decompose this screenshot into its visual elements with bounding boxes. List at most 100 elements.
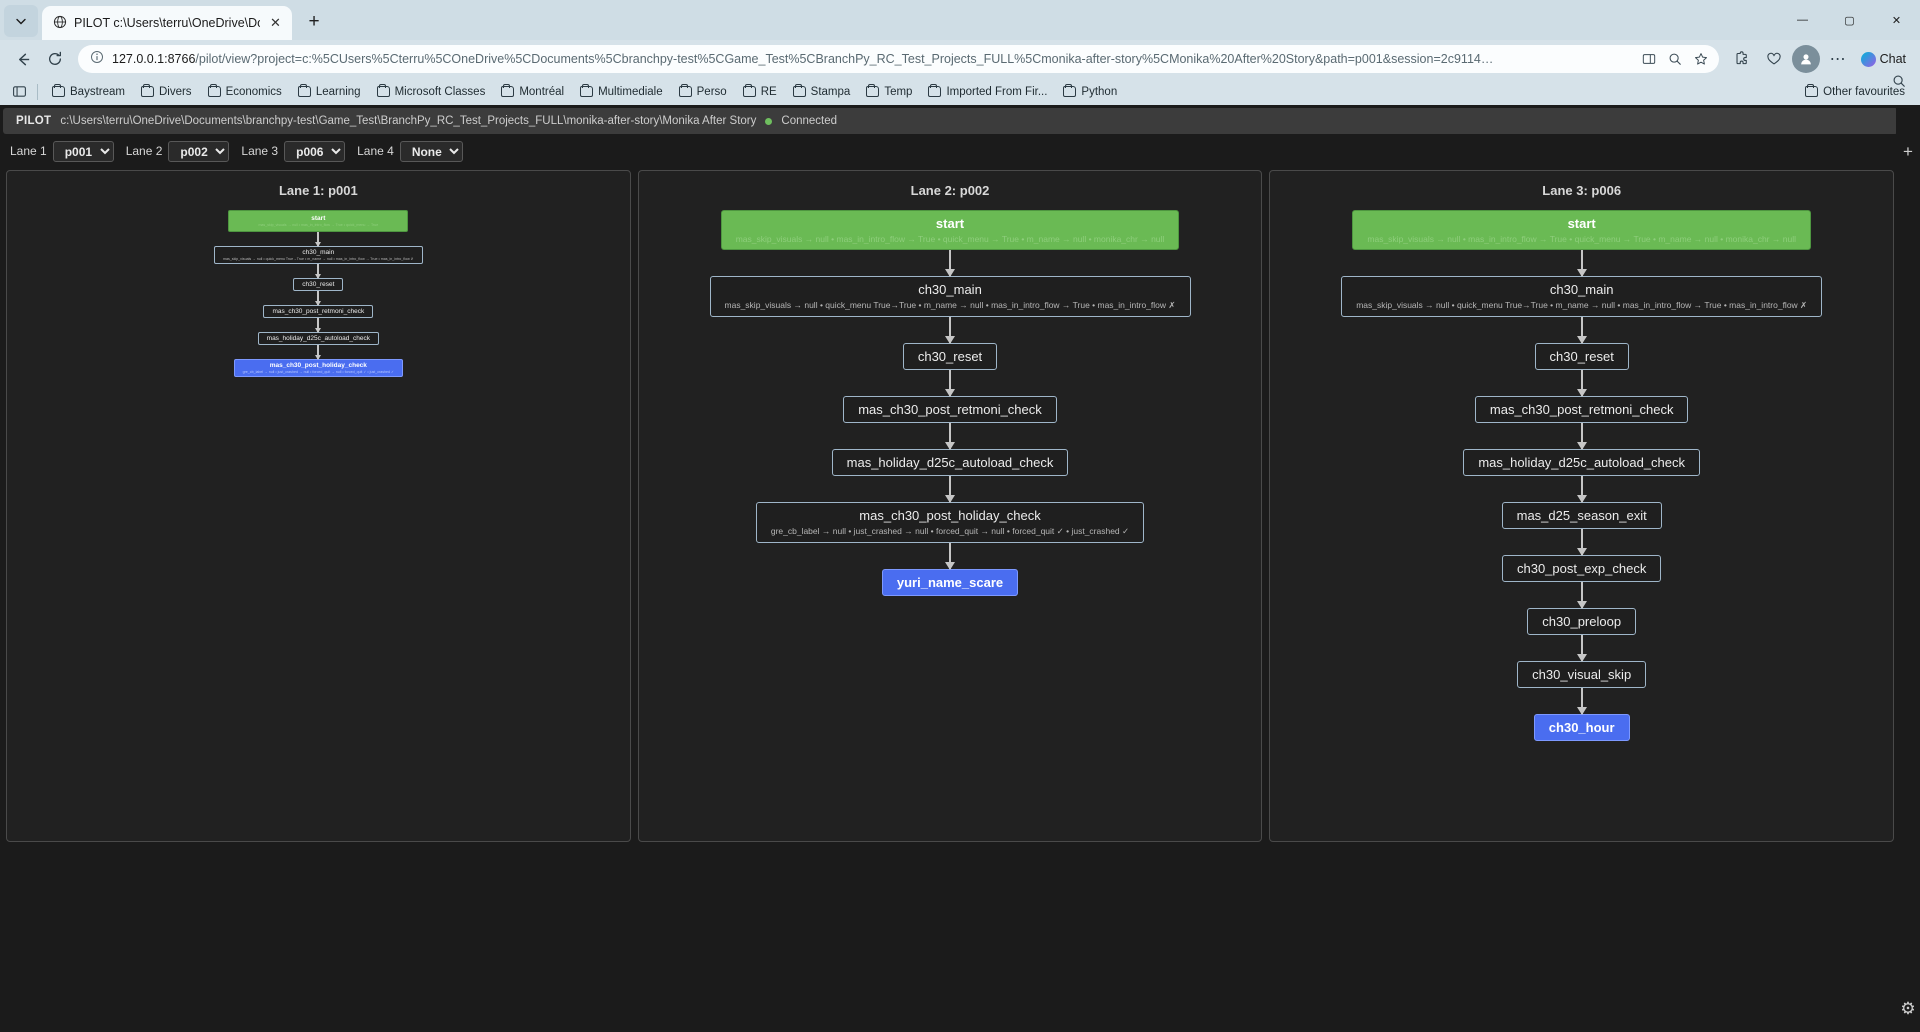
- bookmarks-search-icon[interactable]: [1888, 70, 1910, 92]
- folder-icon: [140, 84, 154, 97]
- other-favourites-label: Other favourites: [1823, 85, 1905, 98]
- reload-icon[interactable]: [40, 44, 70, 74]
- bookmark-item[interactable]: Temp: [859, 84, 919, 100]
- flow-node[interactable]: mas_holiday_d25c_autoload_check: [831, 449, 1069, 476]
- flow-node-name: ch30_preloop: [1542, 614, 1622, 629]
- window-minimize-button[interactable]: —: [1797, 14, 1808, 26]
- bookmark-item[interactable]: Montréal: [494, 84, 571, 100]
- lane-title: Lane 2: p002: [910, 183, 990, 198]
- bookmark-star-icon[interactable]: [1689, 47, 1713, 71]
- bookmark-item[interactable]: Economics: [201, 84, 289, 100]
- profile-avatar[interactable]: [1791, 44, 1821, 74]
- folder-icon: [207, 84, 221, 97]
- flow-node[interactable]: ch30_hour: [1533, 714, 1630, 741]
- bookmark-label: Learning: [315, 85, 361, 98]
- add-lane-button[interactable]: +: [1903, 142, 1913, 161]
- bookmark-item[interactable]: Stampa: [786, 84, 858, 100]
- lane-label-2: Lane 2: [125, 144, 163, 158]
- site-info-icon[interactable]: [90, 50, 104, 69]
- bookmark-item[interactable]: Multimediale: [573, 84, 670, 100]
- flow-node[interactable]: ch30_reset: [1534, 343, 1629, 370]
- tab-close-icon[interactable]: ✕: [270, 15, 281, 30]
- extensions-icon[interactable]: [1727, 44, 1757, 74]
- flow-node[interactable]: mas_ch30_post_retmoni_check: [1474, 396, 1689, 423]
- back-icon[interactable]: [8, 44, 38, 74]
- bookmark-label: Multimediale: [598, 85, 663, 98]
- flow-node[interactable]: mas_ch30_post_retmoni_check: [263, 305, 374, 318]
- bookmark-manager-icon[interactable]: [8, 81, 30, 103]
- bookmark-label: Stampa: [810, 85, 851, 98]
- flow-node[interactable]: ch30_preloop: [1527, 608, 1637, 635]
- folder-icon: [376, 84, 390, 97]
- zoom-icon[interactable]: [1663, 47, 1687, 71]
- bookmark-label: Divers: [158, 85, 192, 98]
- flow-node[interactable]: yuri_name_scare: [881, 569, 1019, 596]
- flow-node-name: ch30_reset: [917, 349, 983, 364]
- lane-title: Lane 1: p001: [278, 183, 358, 198]
- pilot-brand: PILOT: [16, 115, 52, 127]
- flow-arrow: [317, 318, 320, 332]
- bookmark-item[interactable]: Divers: [134, 84, 199, 100]
- lane-select-1[interactable]: p001: [52, 140, 114, 162]
- flow-arrow: [949, 543, 951, 569]
- flow-node-name: ch30_visual_skip: [1532, 667, 1632, 682]
- flow-node[interactable]: mas_holiday_d25c_autoload_check: [257, 332, 380, 345]
- lane-select-3[interactable]: p006: [284, 140, 346, 162]
- flow-node[interactable]: ch30_reset: [293, 278, 344, 291]
- tab-strip: PILOT c:\Users\terru\OneDrive\Do ✕ + — ▢…: [0, 0, 1920, 40]
- bookmark-item[interactable]: Learning: [291, 84, 368, 100]
- flow-node-name: mas_ch30_post_retmoni_check: [1489, 402, 1674, 417]
- pilot-header: PILOT c:\Users\terru\OneDrive\Documents\…: [3, 108, 1898, 134]
- flow-node[interactable]: mas_d25_season_exit: [1501, 502, 1662, 529]
- bookmarks-bar-right: Other favourites: [1798, 84, 1912, 100]
- folder-icon: [580, 84, 594, 97]
- flow-node[interactable]: mas_ch30_post_retmoni_check: [843, 396, 1057, 423]
- bookmark-label: Montréal: [519, 85, 565, 98]
- tab-search-chevron-icon[interactable]: [4, 5, 38, 37]
- flow-node-name: ch30_reset: [302, 281, 335, 288]
- app-settings-icon[interactable]: ⚙: [1900, 999, 1916, 1018]
- bookmark-item[interactable]: Imported From Fir...: [921, 84, 1054, 100]
- bookmark-label: RE: [760, 85, 777, 98]
- bookmark-item[interactable]: Perso: [672, 84, 734, 100]
- folder-icon: [792, 84, 806, 97]
- browser-settings-icon[interactable]: ⋯: [1829, 51, 1846, 68]
- flow-node-name: ch30_main: [1549, 282, 1614, 297]
- collections-icon[interactable]: [1759, 44, 1789, 74]
- flow-node[interactable]: ch30_visual_skip: [1517, 661, 1647, 688]
- flow-node-name: mas_d25_season_exit: [1516, 508, 1647, 523]
- folder-icon: [928, 84, 942, 97]
- bookmark-item[interactable]: Microsoft Classes: [370, 84, 493, 100]
- flow-arrow: [1580, 635, 1583, 661]
- bookmark-item[interactable]: Baystream: [45, 84, 132, 100]
- copilot-chat-button[interactable]: Chat: [1855, 51, 1912, 67]
- flow-node-name: ch30_main: [918, 282, 982, 297]
- split-screen-icon[interactable]: [1637, 47, 1661, 71]
- new-tab-button[interactable]: +: [308, 11, 320, 32]
- other-favourites-folder[interactable]: Other favourites: [1798, 84, 1912, 100]
- flow-node[interactable]: mas_holiday_d25c_autoload_check: [1463, 449, 1701, 476]
- flow-arrow: [1580, 423, 1583, 449]
- lane-select-4[interactable]: None: [399, 140, 463, 162]
- bookmark-item[interactable]: Python: [1056, 84, 1124, 100]
- flow-arrow: [317, 345, 320, 359]
- lane-select-2[interactable]: p002: [168, 140, 230, 162]
- window-maximize-button[interactable]: ▢: [1844, 14, 1855, 27]
- flow-node[interactable]: ch30_post_exp_check: [1501, 555, 1662, 582]
- address-bar[interactable]: 127.0.0.1:8766/pilot/view?project=c:%5CU…: [78, 45, 1719, 73]
- window-close-button[interactable]: ✕: [1891, 14, 1902, 27]
- flow-node[interactable]: ch30_reset: [902, 343, 998, 370]
- bookmark-item[interactable]: RE: [736, 84, 784, 100]
- navigation-bar: 127.0.0.1:8766/pilot/view?project=c:%5CU…: [0, 40, 1920, 78]
- browser-tab[interactable]: PILOT c:\Users\terru\OneDrive\Do ✕: [42, 6, 292, 40]
- pilot-app: PILOT c:\Users\terru\OneDrive\Documents\…: [0, 105, 1920, 1032]
- bookmark-label: Imported From Fir...: [946, 85, 1048, 98]
